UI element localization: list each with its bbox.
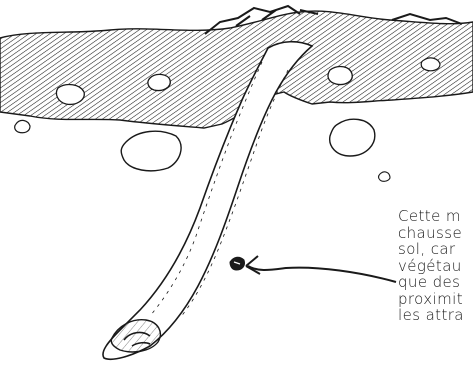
caption-line: Cette m [398, 208, 473, 225]
chamber-creature [111, 320, 160, 352]
stone [328, 67, 352, 85]
stone [148, 74, 170, 90]
soil-surface-layer [0, 11, 473, 128]
caption-line: que des [398, 274, 473, 291]
caption-line: sol, car [398, 241, 473, 258]
caption-line: végétau [398, 258, 473, 275]
stone [421, 58, 440, 71]
caption-line: chausse [398, 225, 473, 242]
stone [330, 119, 375, 156]
caption-line: les attra [398, 307, 473, 324]
pebble [15, 120, 30, 132]
caption-line: proximit [398, 291, 473, 308]
pebble [379, 172, 391, 181]
pointer-arrowhead [246, 256, 260, 274]
pointer-arrow [248, 266, 396, 282]
stone [56, 85, 84, 105]
caption-text: Cette m chausse sol, car végétau que des… [398, 208, 473, 324]
stone [121, 131, 181, 171]
